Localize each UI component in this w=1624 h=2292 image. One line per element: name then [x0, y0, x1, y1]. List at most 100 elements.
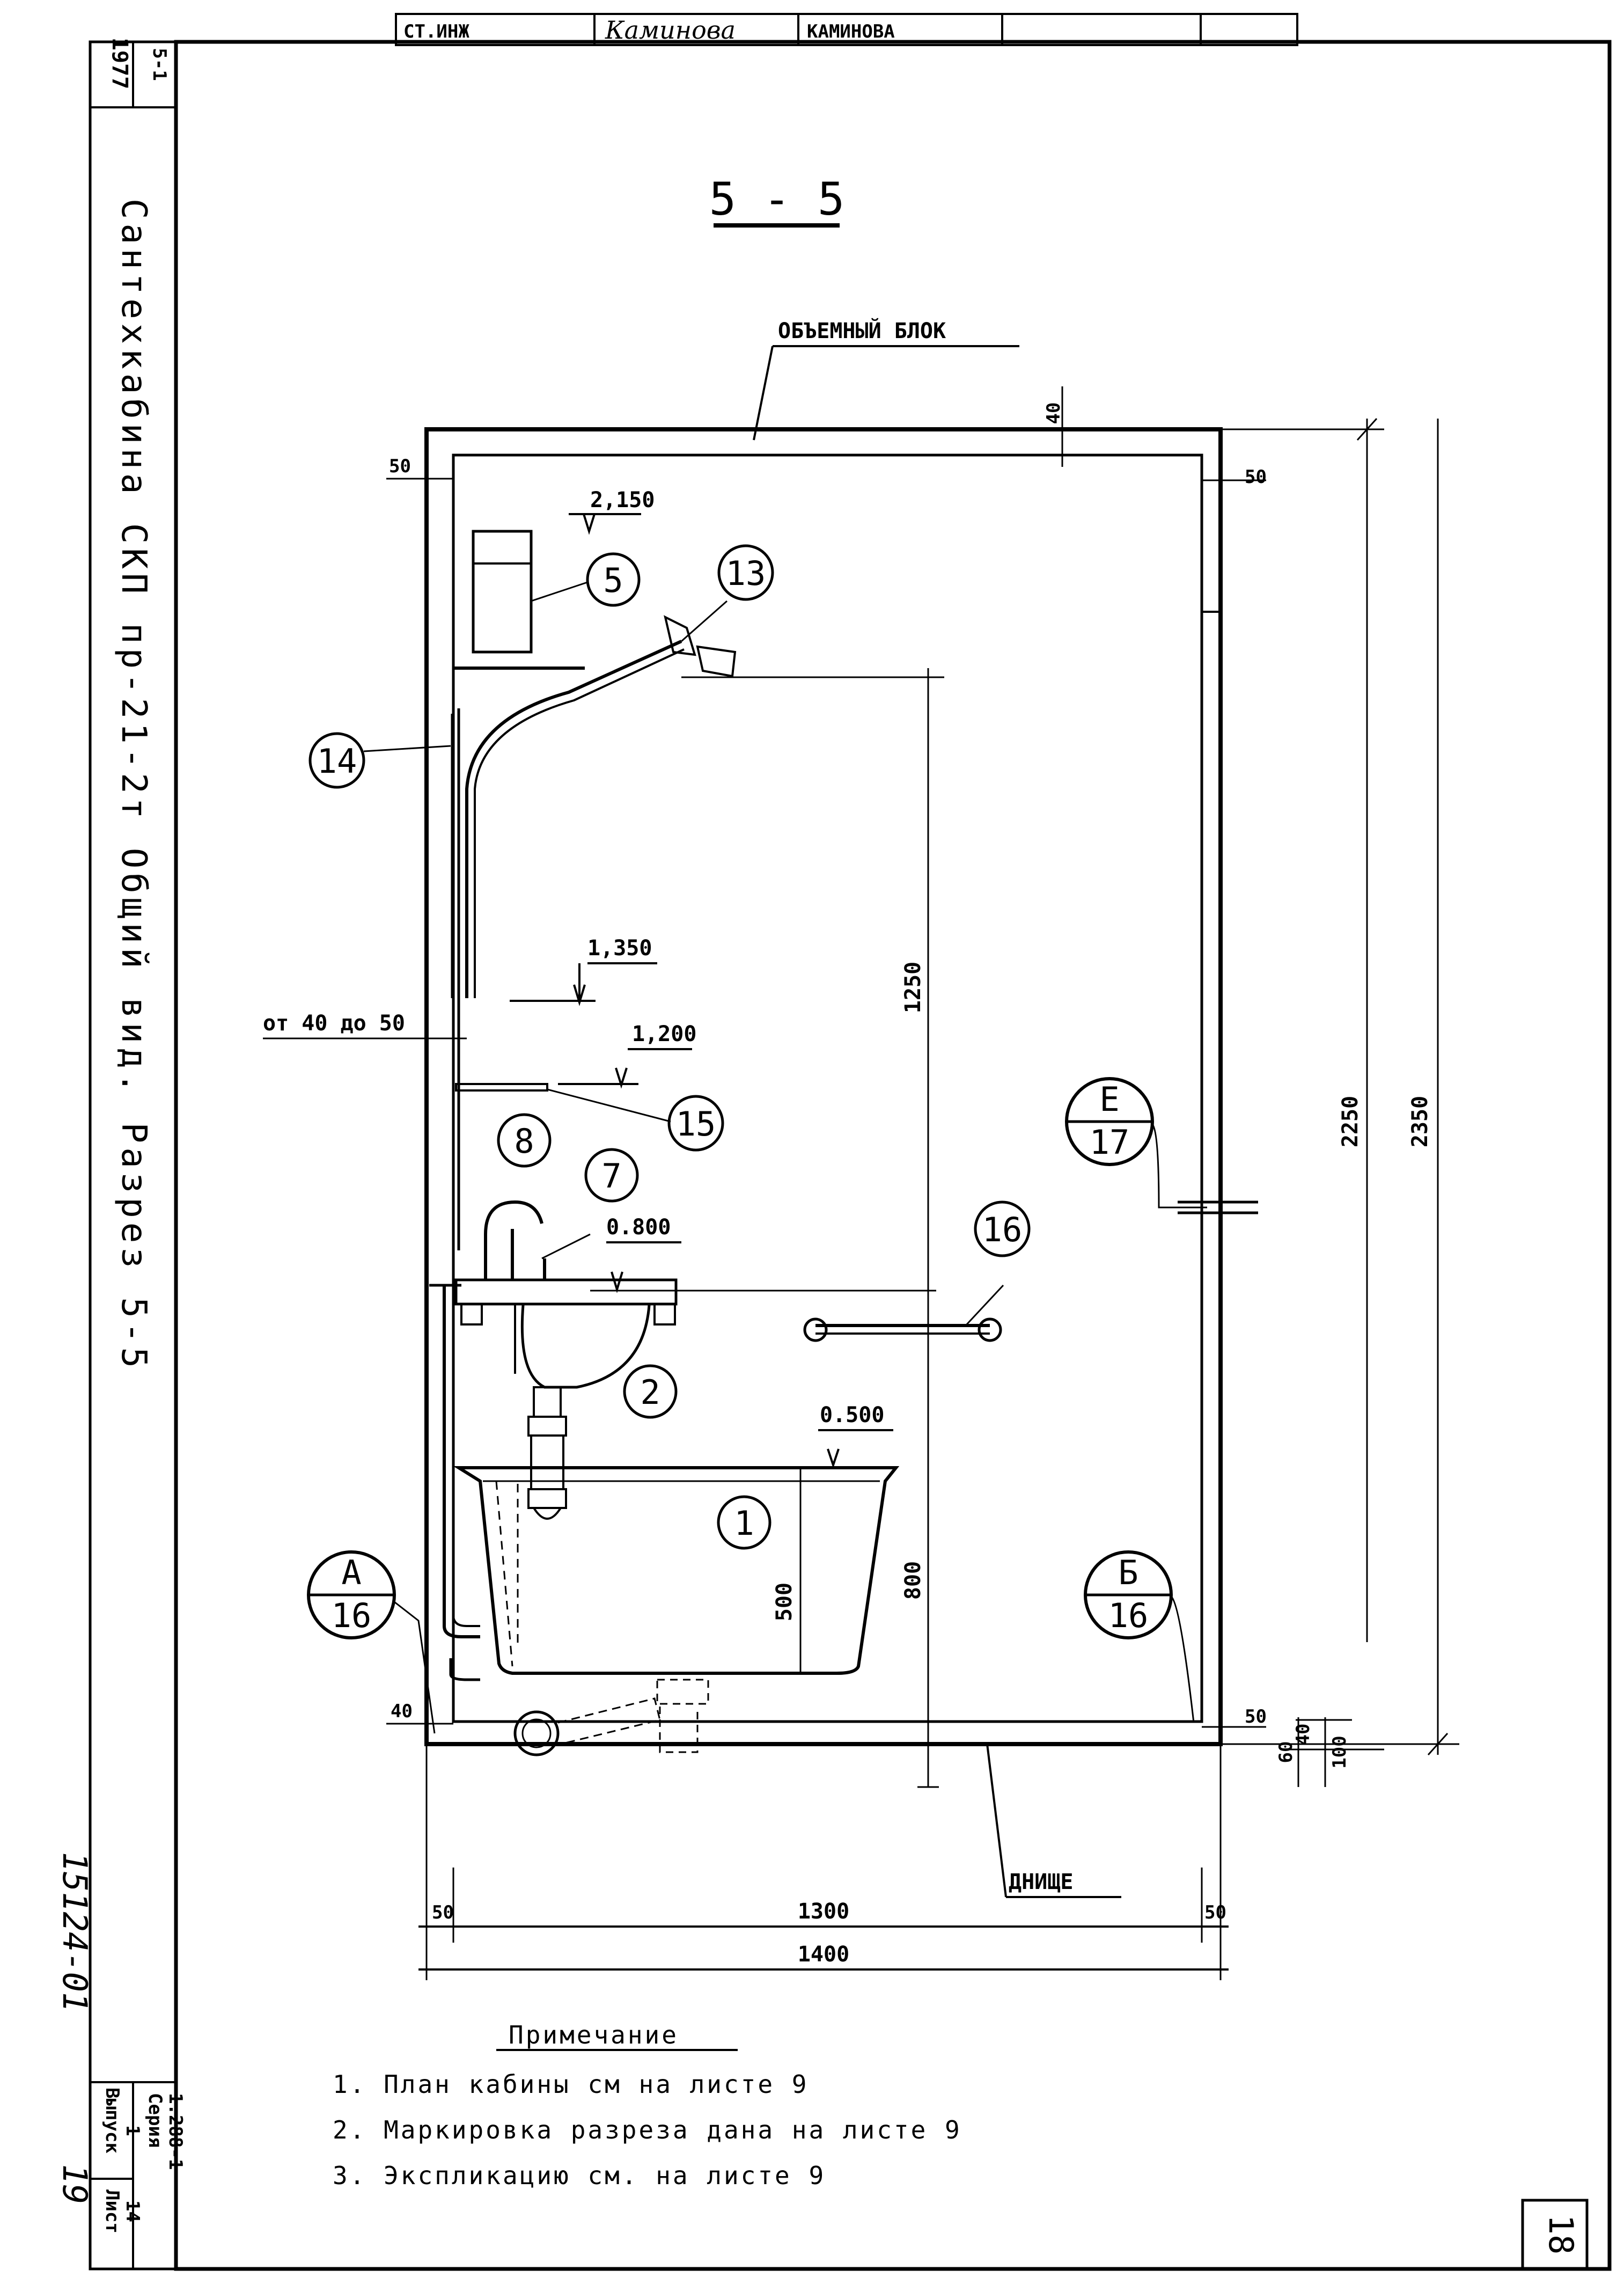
dimension-100-floor: 100: [1329, 1736, 1350, 1768]
elevation-0800: 0.800: [590, 1215, 936, 1293]
title-block: СТ.ИНЖ Каминова КАМИНОВА: [395, 13, 1298, 46]
dimension-2250-label: 2250: [1338, 1096, 1363, 1147]
section-ref-b16-top: Б: [1118, 1553, 1138, 1592]
callout-15: 15: [667, 1095, 724, 1152]
dimension-1250: 1250: [681, 668, 944, 1788]
dimension-800: 800: [901, 1561, 925, 1600]
wall-gap-label: от 40 до 50: [263, 1011, 405, 1036]
bottom-label-leader: [986, 1744, 1007, 1898]
wall-pipe: [451, 708, 460, 1250]
corner-year: 1977: [107, 38, 132, 89]
grab-bar: [803, 1284, 1004, 1342]
title-block-signature: Каминова: [605, 16, 736, 45]
volume-block-label: ОБЪЕМНЫЙ БЛОК: [778, 318, 946, 343]
note-1: 1. План кабины см на листе 9: [333, 2070, 809, 2099]
elevation-0500-label: 0.500: [820, 1403, 884, 1427]
callout-13: 13: [717, 544, 774, 601]
section-ref-e17-top: Е: [1099, 1080, 1119, 1119]
callout-5-text: 5: [603, 561, 623, 600]
dimension-500-label: 500: [772, 1583, 797, 1621]
sheet-frame: [174, 40, 1612, 2271]
dimension-40-top: 40: [1043, 402, 1064, 424]
callout-2-text: 2: [640, 1373, 660, 1412]
floor-dimensions: 60 40 100: [1275, 1717, 1384, 1787]
sheet-number: 18: [1541, 2215, 1581, 2255]
dimension-50-top-left: 50: [389, 456, 411, 477]
dimension-40-low: 40: [391, 1701, 413, 1722]
stamp-issue-label: Выпуск: [101, 2088, 123, 2154]
callout-14-text: 14: [317, 742, 357, 781]
stamp-series-label: Серия: [144, 2093, 166, 2148]
section-ref-b16-bottom: 16: [1108, 1596, 1149, 1635]
elevation-0500: 0.500: [818, 1403, 893, 1469]
elevation-1350-label: 1,350: [587, 936, 652, 961]
section-ref-a16: А 16: [307, 1550, 436, 1734]
callout-8: 8: [497, 1113, 552, 1168]
callout-15-text: 15: [676, 1104, 716, 1144]
shelf: [455, 1083, 671, 1123]
riser-pipes: [429, 1284, 480, 1681]
callout-7: 7: [584, 1148, 639, 1203]
volume-block-leader-drop: [753, 346, 774, 441]
section-ref-a16-bottom: 16: [332, 1596, 372, 1635]
callout-7-text: 7: [601, 1156, 621, 1196]
dimension-500: 500: [772, 1466, 802, 1674]
note-2: 2. Маркировка разреза дана на листе 9: [333, 2115, 962, 2144]
elevation-1200-label: 1,200: [632, 1022, 696, 1046]
elevation-2150-label: 2,150: [590, 488, 655, 512]
callout-13-text: 13: [726, 554, 766, 593]
section-ref-b16: Б 16: [1084, 1550, 1195, 1723]
sheet-number-box: [1521, 2199, 1589, 2271]
section-ref-e17-bottom: 17: [1090, 1123, 1130, 1162]
elevation-0800-label: 0.800: [606, 1215, 671, 1240]
dimension-60-floor: 60: [1275, 1741, 1297, 1763]
callout-5: 5: [586, 552, 641, 607]
dimension-2250: 2250: [1221, 418, 1384, 1642]
stamp-issue-value: 1: [122, 2125, 143, 2136]
elevation-1350: 1,350: [510, 936, 657, 1006]
dimension-1400: 1400: [798, 1942, 849, 1967]
dimension-50-bottom-left: 50: [432, 1902, 454, 1923]
cabin-outline: [424, 427, 1223, 1746]
callout-16: 16: [974, 1200, 1031, 1257]
dimension-1300: 1300: [798, 1899, 849, 1924]
dimension-50-low-right: 50: [1245, 1706, 1267, 1727]
elevation-1200: 1,200: [558, 1022, 696, 1089]
callout-14: 14: [308, 732, 451, 789]
side-title: Сантехкабина СКП пр-21-2т Общий вид. Раз…: [114, 199, 153, 1372]
stamp-sheet-label: Лист: [101, 2190, 123, 2234]
bottom-label: ДНИЩЕ: [1009, 1870, 1073, 1894]
washbasin: [454, 1200, 678, 1389]
section-title: 5 - 5: [709, 173, 845, 225]
section-ref-a16-top: А: [341, 1553, 361, 1592]
callout-2: 2: [623, 1364, 678, 1419]
washbasin-siphon: [527, 1386, 567, 1520]
title-block-name: КАМИНОВА: [807, 21, 895, 42]
dimension-1250-label: 1250: [901, 962, 925, 1013]
dimension-40-floor: 40: [1292, 1724, 1314, 1746]
title-block-role: СТ.ИНЖ: [403, 21, 469, 42]
series-stamp: Выпуск 1 Лист 14 Серия 1.288-1: [89, 2081, 186, 2270]
section-ref-e17: Е 17: [1065, 1077, 1258, 1214]
water-heater: [472, 530, 588, 654]
side-page-number: 19: [55, 2164, 94, 2205]
dimension-50-bottom-right: 50: [1204, 1902, 1226, 1923]
notes-block: Примечание 1. План кабины см на листе 9 …: [333, 2020, 962, 2190]
callout-1-text: 1: [734, 1504, 754, 1543]
notes-heading: Примечание: [509, 2020, 679, 2049]
dimension-50-top-right: 50: [1245, 466, 1267, 488]
side-archive-number: 15124-01: [55, 1852, 94, 2012]
stamp-sheet-value: 14: [122, 2200, 143, 2222]
callout-1: 1: [717, 1495, 771, 1550]
note-3: 3. Экспликацию см. на листе 9: [333, 2161, 826, 2190]
callout-16-text: 16: [982, 1210, 1023, 1249]
corner-code: 5-1: [149, 48, 170, 80]
bathtub: [453, 1466, 900, 1756]
callout-8-text: 8: [514, 1122, 534, 1161]
dimension-800-label: 800: [901, 1561, 925, 1600]
dimension-2350-label: 2350: [1408, 1096, 1432, 1147]
elevation-2150: 2,150: [569, 488, 655, 535]
shower-assembly: [453, 600, 737, 998]
dimension-2350: 2350: [1221, 419, 1459, 1756]
